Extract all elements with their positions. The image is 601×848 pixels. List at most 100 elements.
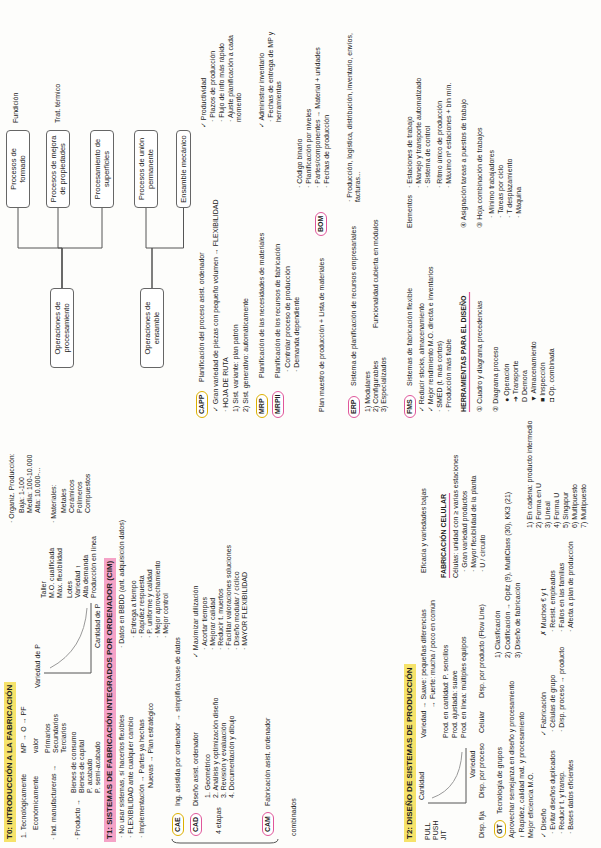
note-text: Económicamente xyxy=(32,776,40,830)
note-text: Secundarios xyxy=(52,714,60,753)
note-text: · SMED (t. más cortos) xyxy=(436,341,444,412)
note-text: Variedad → Suave: pequeñas diferencias xyxy=(420,609,428,738)
note-text: Planificación de las necesidades de mate… xyxy=(258,233,266,378)
note-text: Cantidad xyxy=(418,772,426,800)
note-text: 2) Sist. generativo: automáticamente xyxy=(242,298,250,412)
note-text: P. semi-acabado xyxy=(94,741,102,793)
note-text: Lotes xyxy=(66,581,74,598)
note-text: ✓ Fabricación xyxy=(540,692,548,736)
note-text: · Ajuste planificación a cada momento xyxy=(227,10,243,122)
note-text: 3) Lineal xyxy=(544,501,552,528)
note-text: · Ritmo único de producción xyxy=(436,101,444,188)
note-text: · MAYOR FLEXIBILIDAD xyxy=(241,572,249,650)
note-text: · Partes/componentes → Material + unidad… xyxy=(314,47,322,188)
note-text: · Máquina xyxy=(515,187,523,218)
node-text: Procesos de unión permanente xyxy=(137,135,155,203)
process-box: Operaciones de ensamble xyxy=(140,288,164,368)
section-title: T1: SISTEMAS DE FABRICACIÓN INTEGRADOS P… xyxy=(104,558,116,842)
note-text: Trat. térmico xyxy=(54,84,62,123)
process-box: Ensamble mecánico xyxy=(176,130,191,208)
node-text: CAPP xyxy=(198,395,206,414)
note-text: D Demora xyxy=(521,370,529,402)
note-text: 3. Revisión y evaluación xyxy=(220,723,228,799)
node-text: MRP xyxy=(258,398,266,414)
note-text: 1) Clasificación xyxy=(494,611,502,658)
node-text: GT xyxy=(496,824,504,834)
note-text: 4 etapas xyxy=(215,807,223,834)
note-text: · Materiales: xyxy=(50,484,58,523)
note-text: Disp. por proceso xyxy=(478,743,486,798)
note-text: ② Diagrama proceso xyxy=(492,347,500,412)
process-box: Procesos de unión permanente xyxy=(134,130,158,208)
node-text: Operaciones de procesamiento xyxy=(53,293,71,363)
note-text: · Diseño modular / cíclico xyxy=(233,571,241,650)
note-text: ✓ Gran variedad de piezas con pequeño vo… xyxy=(212,200,220,412)
note-text: Prod. ajustada: suave xyxy=(451,670,459,738)
node-text: Procesos de formado xyxy=(9,135,27,203)
note-text: Variedad xyxy=(469,750,477,778)
note-text: · Implementación → Partes ya hechas xyxy=(138,719,146,838)
note-text: ↑ Rapidez, calidad mat. y procesamiento xyxy=(518,712,526,838)
note-text: · Código binario xyxy=(296,139,304,188)
acronym-badge: CAE xyxy=(172,813,184,836)
acronym-badge: CAPP xyxy=(196,391,208,418)
note-text: 4. Documentación y dibujo xyxy=(228,716,236,799)
note-text: ● Operación xyxy=(503,364,511,402)
note-text: · Fallos en las familias xyxy=(558,563,566,632)
note-text: 7) Multipuesto xyxy=(580,484,588,528)
note-text: JIT xyxy=(440,830,448,840)
process-box: Procesos de mejora de propiedades xyxy=(46,130,70,208)
node-text: T1: SISTEMAS DE FABRICACIÓN INTEGRADOS P… xyxy=(105,561,115,839)
note-text: ✓ Diseño xyxy=(540,808,548,838)
note-text: Primarios xyxy=(44,723,52,753)
note-text: ① Cuadro y diagrama precedencias xyxy=(476,301,484,412)
note-text: ◘ Op. combinada xyxy=(548,348,556,402)
note-text: combinados xyxy=(290,798,298,836)
acronym-badge: FMS xyxy=(404,395,416,418)
note-text: ✓ Administrar inventario xyxy=(258,53,266,128)
note-text: · P. uniforme y calidad xyxy=(146,569,154,638)
note-text: Prod. en línea: múltiples equipos xyxy=(460,636,468,738)
note-text: 1) Sist. variante: plan patrón xyxy=(232,324,240,412)
node-text: MRPII xyxy=(274,395,282,414)
note-text: Ing. asistida por ordenador → simplifica… xyxy=(174,637,182,806)
note-text: Máx. flexibilidad xyxy=(56,548,64,598)
note-text: 1. Geométrico xyxy=(204,754,212,798)
note-text: 3) Especializados xyxy=(380,357,388,412)
note-text: · Mejor aprovechamiento xyxy=(154,561,162,638)
node-text: Operaciones de ensamble xyxy=(143,293,161,363)
note-text: ✓ Reducir stocks, almacenamiento xyxy=(418,303,426,412)
note-text: PULL xyxy=(424,822,432,840)
note-text: Mejor eficiencia M.O. xyxy=(527,772,535,838)
note-text: Células: unidad con ≥ varias estaciones xyxy=(452,455,460,578)
note-text: Celular xyxy=(478,711,486,733)
connector xyxy=(62,208,102,288)
note-text: · Datos en BBDD (ant. adquisición datos) xyxy=(118,520,126,648)
note-text: ④ Asignación tareas a puestos de trabajo xyxy=(460,99,468,228)
note-text: · Disp. proceso → producto xyxy=(558,647,566,732)
process-box: Operaciones de procesamiento xyxy=(50,288,74,368)
process-box: Procesos de formado xyxy=(6,130,30,208)
note-text: Compuestos xyxy=(84,474,92,513)
note-text: · Fechas de entrega de MP y herramientas xyxy=(267,10,283,122)
note-text: Sistema de planificación de recursos emp… xyxy=(350,226,358,386)
bracket xyxy=(172,839,278,843)
note-text: · Afecta a plan de producción xyxy=(567,541,575,632)
note-text: · Reducir t. muertos xyxy=(217,589,225,650)
note-text: Planificación de los recursos de fabrica… xyxy=(274,244,282,378)
section-title: T2: DISEÑO DE SISTEMAS DE PRODUCCIÓN xyxy=(404,664,416,842)
note-text: 5) Singapur xyxy=(562,492,570,528)
note-text: Prod. en cantidad: P. sencillos xyxy=(442,645,450,738)
note-text: · No usar sistemas, sí hacerlos flexible… xyxy=(118,715,126,838)
node-text: ERP xyxy=(350,400,358,414)
note-text: 6) Multipuesto xyxy=(571,484,579,528)
note-text: · U / circuito xyxy=(479,535,487,572)
connector xyxy=(18,208,62,288)
note-text: Fundición xyxy=(12,93,20,123)
note-text: · Células de grupo xyxy=(549,675,557,732)
note-text: ✓ Mejor rendimiento M.O. directa e inven… xyxy=(427,266,435,412)
note-text: FABRICACIÓN CELULAR xyxy=(440,494,448,578)
note-text: ➜ Transporte xyxy=(512,361,520,402)
note-text: Planificación del proceso asist. ordenad… xyxy=(198,252,206,382)
note-text: Metales xyxy=(60,488,68,513)
